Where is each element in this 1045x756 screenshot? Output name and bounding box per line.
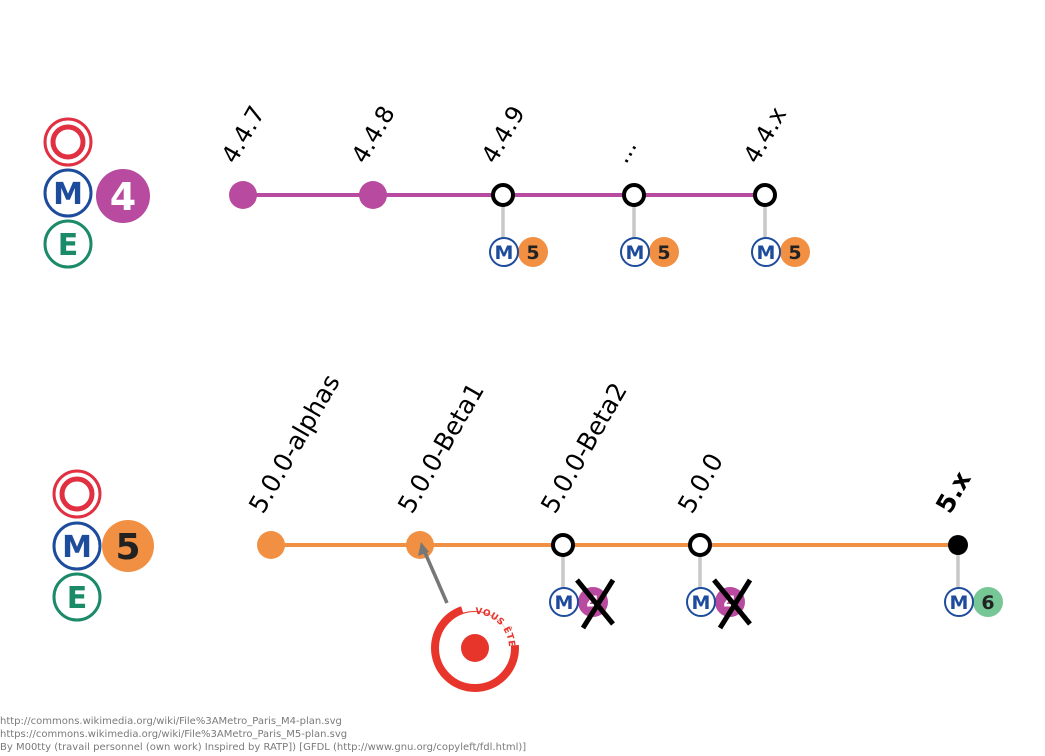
connection-badge: 6M bbox=[944, 587, 1003, 617]
connection-line-number: 5 bbox=[657, 242, 670, 264]
credit-line-3: By M00tty (travail personnel (own work) … bbox=[0, 742, 527, 753]
credits: http://commons.wikimedia.org/wiki/File%3… bbox=[0, 715, 526, 754]
station-label: 4.4.8 bbox=[346, 101, 401, 168]
connection-line-circle bbox=[518, 237, 548, 267]
station-dot bbox=[359, 181, 387, 209]
metro-letter: M bbox=[53, 177, 83, 212]
metro-letter: M bbox=[950, 592, 969, 614]
you-are-here-pointer bbox=[421, 547, 449, 604]
rer-icon bbox=[43, 117, 93, 167]
metro-letter: M bbox=[757, 242, 776, 264]
cross-out-icon bbox=[580, 578, 616, 630]
cross-out-icon bbox=[717, 578, 753, 630]
station: 5M 4.4.9 bbox=[476, 101, 548, 267]
station: 5M 4.4.x bbox=[738, 102, 810, 267]
connection-badge: 5M bbox=[751, 237, 810, 267]
tram-icon: E bbox=[52, 572, 102, 622]
you-are-here-dot bbox=[461, 634, 489, 662]
station-label: 5.0.0-Beta2 bbox=[535, 378, 633, 518]
cross-out-icon bbox=[575, 578, 615, 626]
station-ring bbox=[551, 533, 575, 557]
metro-letter: M bbox=[62, 530, 92, 565]
line5-number: 5 bbox=[115, 527, 140, 568]
connection-line-number: 5 bbox=[526, 242, 539, 264]
station-label: 4.4.9 bbox=[476, 101, 531, 168]
rer-icon bbox=[52, 469, 102, 519]
metro-icon bbox=[549, 587, 579, 617]
station: 5.0.0-Beta1 bbox=[392, 378, 490, 559]
terminus-dot bbox=[948, 535, 968, 555]
station: 4M 5.0.0-Beta2 bbox=[535, 378, 633, 630]
line5-section: M E 5 5.0.0-alphas 5.0.0-Beta1 4M 5.0.0-Bet… bbox=[52, 369, 1003, 630]
line4-badge: 4 bbox=[96, 169, 150, 223]
connection-line-circle bbox=[973, 587, 1003, 617]
station-dot bbox=[229, 181, 257, 209]
metro-icon bbox=[751, 237, 781, 267]
metro-letter: M bbox=[555, 592, 574, 614]
station-label: 5.0.0 bbox=[672, 448, 729, 518]
credit-line-1: http://commons.wikimedia.org/wiki/File%3… bbox=[0, 716, 342, 727]
line5-badge: 5 bbox=[102, 520, 154, 572]
station-label: 4.4.x bbox=[738, 102, 792, 168]
metro-icon bbox=[489, 237, 519, 267]
station-label: ... bbox=[607, 134, 643, 168]
station-ring bbox=[491, 183, 515, 207]
station-ring bbox=[622, 183, 646, 207]
station-ring bbox=[688, 533, 712, 557]
line5-mode-icons: M E bbox=[52, 469, 102, 622]
connection-badge: 5M bbox=[620, 237, 679, 267]
station-label: 5.0.0-alphas bbox=[243, 369, 346, 518]
connection-line-number: 5 bbox=[788, 242, 801, 264]
metro-letter: M bbox=[692, 592, 711, 614]
connection-line-circle bbox=[780, 237, 810, 267]
connection-badge: 4M bbox=[549, 578, 616, 630]
station: 5M... bbox=[607, 134, 679, 267]
station: 4.4.8 bbox=[346, 101, 401, 209]
station-label: 4.4.7 bbox=[216, 101, 271, 168]
tram-letter: E bbox=[58, 228, 79, 263]
station: 4M 5.0.0 bbox=[672, 448, 753, 630]
tram-letter: E bbox=[67, 581, 88, 616]
line4-mode-icons: M E bbox=[43, 117, 93, 269]
station-label: 5.x bbox=[930, 466, 977, 518]
metro-icon: M bbox=[43, 168, 93, 218]
metro-icon bbox=[944, 587, 974, 617]
metro-icon bbox=[620, 237, 650, 267]
station: 4.4.7 bbox=[216, 101, 271, 209]
station-label: 5.0.0-Beta1 bbox=[392, 378, 490, 518]
metro-letter: M bbox=[495, 242, 514, 264]
metro-icon bbox=[686, 587, 716, 617]
cross-out-icon bbox=[712, 578, 752, 626]
connection-badge: 5M bbox=[489, 237, 548, 267]
line4-number: 4 bbox=[110, 175, 136, 219]
connection-line-circle bbox=[649, 237, 679, 267]
station-dot bbox=[257, 531, 285, 559]
connection-line-number: 6 bbox=[981, 592, 994, 614]
pointer-arrow-icon bbox=[418, 542, 429, 556]
station-ring bbox=[753, 183, 777, 207]
tram-icon: E bbox=[43, 219, 93, 269]
station: 5.0.0-alphas bbox=[243, 369, 346, 559]
line5-stations: 5.0.0-alphas 5.0.0-Beta1 4M 5.0.0-Beta2 4M 5.… bbox=[243, 369, 1003, 630]
metro-icon: M bbox=[52, 521, 102, 571]
station: 6M 5.x bbox=[930, 466, 1003, 617]
connection-badge: 4M bbox=[686, 578, 753, 630]
metro-letter: M bbox=[626, 242, 645, 264]
credit-line-2: https://commons.wikimedia.org/wiki/File%… bbox=[0, 729, 348, 740]
